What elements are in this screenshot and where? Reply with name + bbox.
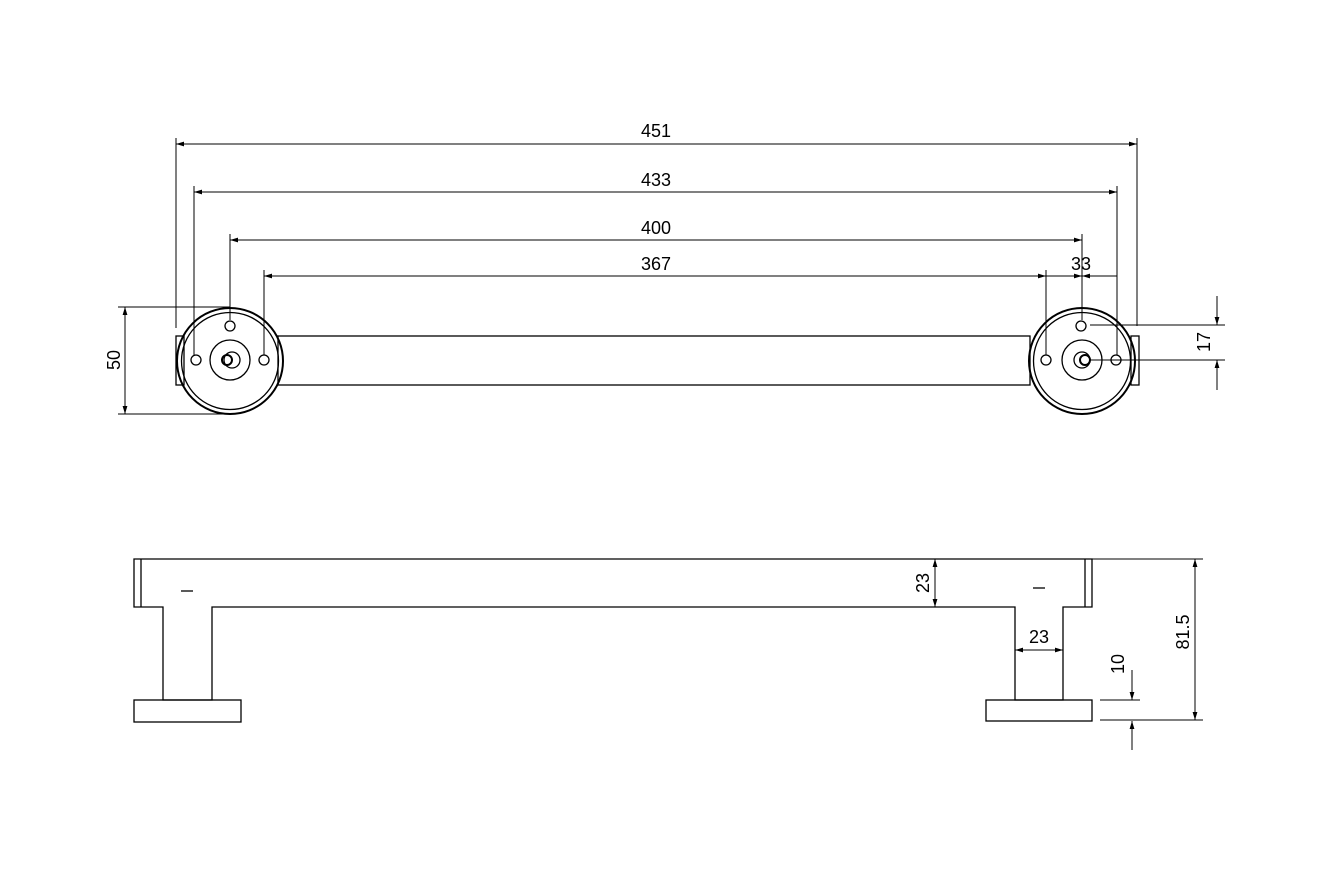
left-rosette [176, 307, 284, 415]
left-base [133, 699, 242, 723]
right-base [985, 699, 1093, 722]
dim-label-400: 400 [641, 218, 671, 238]
towel-bar-top [277, 335, 1031, 386]
towel-bar-side [133, 558, 1093, 701]
dim-label-33: 33 [1071, 254, 1091, 274]
extension-lines-top [118, 138, 1225, 415]
top-view: 451 433 400 367 33 50 17 [104, 121, 1225, 415]
right-rosette [1028, 307, 1136, 415]
dim-label-451: 451 [641, 121, 671, 141]
side-view: 23 23 81.5 10 [133, 558, 1203, 750]
dim-label-10: 10 [1108, 654, 1128, 674]
dim-label-23-horizontal: 23 [1029, 627, 1049, 647]
dim-label-81-5: 81.5 [1173, 614, 1193, 649]
extension-lines-side [1092, 558, 1203, 721]
dim-label-367: 367 [641, 254, 671, 274]
left-end-tab [175, 335, 185, 386]
dim-label-50: 50 [104, 350, 124, 370]
dim-label-433: 433 [641, 170, 671, 190]
dim-label-23-vertical: 23 [913, 573, 933, 593]
dim-label-17: 17 [1194, 332, 1214, 352]
